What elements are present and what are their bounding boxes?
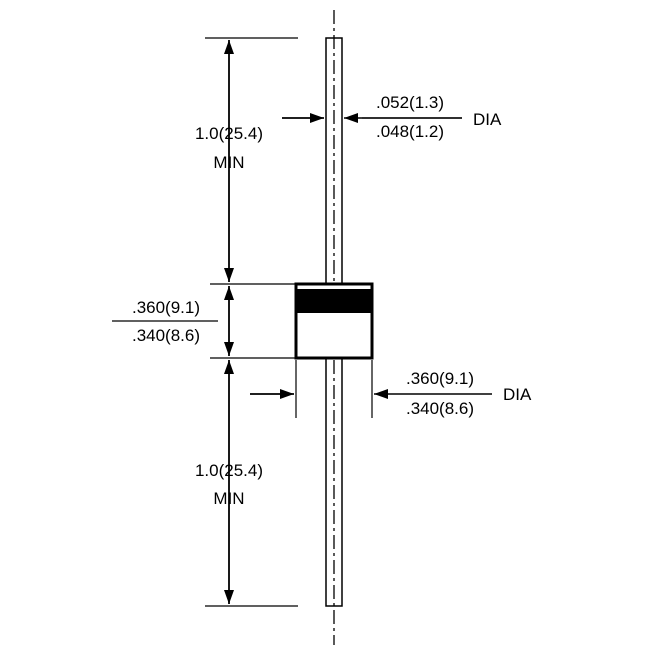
upper-lead-length-qualifier: MIN bbox=[213, 153, 244, 172]
cathode-band bbox=[296, 289, 372, 313]
lower-lead-length-qualifier: MIN bbox=[213, 489, 244, 508]
lead-diameter-min: .048(1.2) bbox=[376, 122, 444, 141]
body-diameter-suffix: DIA bbox=[503, 385, 532, 404]
upper-lead-length-value: 1.0(25.4) bbox=[195, 124, 263, 143]
lower-lead-length-value: 1.0(25.4) bbox=[195, 461, 263, 480]
lead-diameter-suffix: DIA bbox=[473, 110, 502, 129]
lead-diameter-max: .052(1.3) bbox=[376, 93, 444, 112]
body-diameter-min: .340(8.6) bbox=[406, 399, 474, 418]
body-length-max: .360(9.1) bbox=[132, 298, 200, 317]
body-length-min: .340(8.6) bbox=[132, 326, 200, 345]
body-diameter-max: .360(9.1) bbox=[406, 369, 474, 388]
